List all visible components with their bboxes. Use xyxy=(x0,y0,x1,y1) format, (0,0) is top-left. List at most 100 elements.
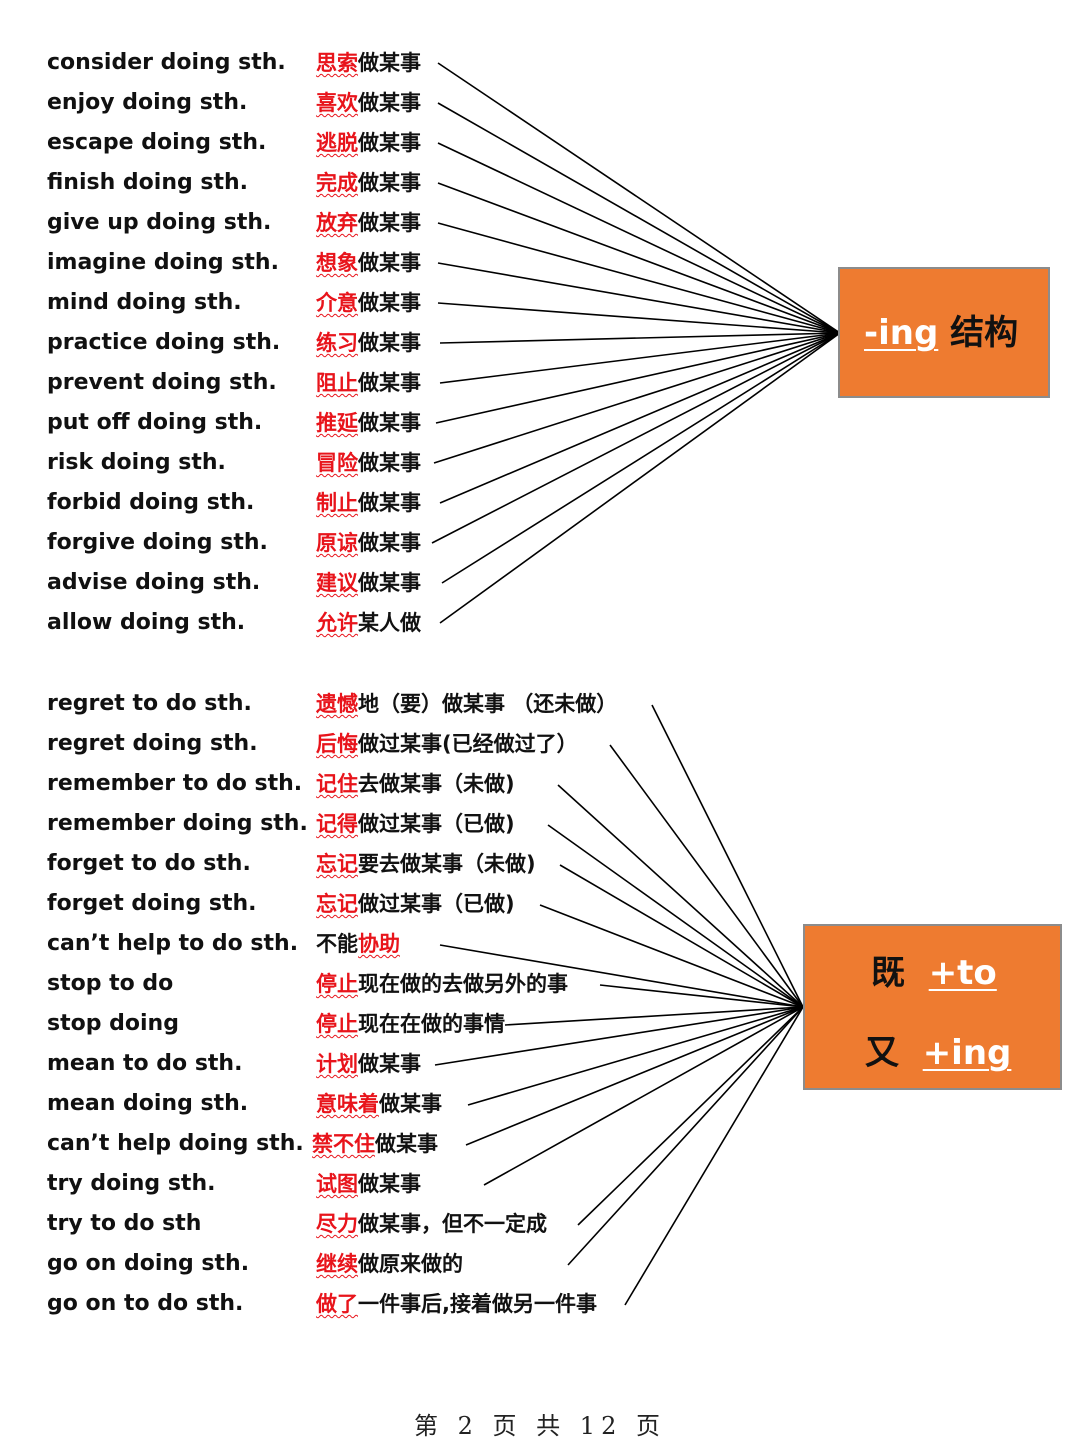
meaning-highlight: 记得 xyxy=(316,812,358,836)
meaning-rest: 做某事，但不一定成 xyxy=(358,1212,547,1236)
meaning-rest: 地（要）做某事 （还未做） xyxy=(358,692,618,716)
meaning-highlight: 原谅 xyxy=(316,531,358,555)
both-chinese-10: 计划做某事 xyxy=(316,1049,421,1079)
meaning-highlight: 停止 xyxy=(316,972,358,996)
meaning-highlight: 计划 xyxy=(316,1052,358,1076)
meaning-highlight: 继续 xyxy=(316,1252,358,1276)
both-chinese-6: 忘记做过某事（已做) xyxy=(316,889,515,919)
meaning-rest: 做过某事（已做) xyxy=(358,892,515,916)
meaning-rest: 做某事 xyxy=(375,1132,438,1156)
ing-english-12: forbid doing sth. xyxy=(47,490,255,515)
ing-connector-8 xyxy=(439,332,841,344)
ing-chinese-9: 阻止做某事 xyxy=(316,368,421,398)
meaning-prefix: 不能 xyxy=(316,932,358,956)
both-chinese-5: 忘记要去做某事（未做) xyxy=(316,849,536,879)
both-chinese-1: 遗憾地（要）做某事 （还未做） xyxy=(316,689,617,719)
meaning-highlight: 后悔 xyxy=(316,732,358,756)
ing-connector-10 xyxy=(435,332,841,424)
meaning-highlight: 做了 xyxy=(316,1292,358,1316)
meaning-highlight: 遗憾 xyxy=(316,692,358,716)
ing-english-2: enjoy doing sth. xyxy=(47,90,248,115)
meaning-rest: 现在在做的事情 xyxy=(358,1012,505,1036)
meaning-rest: 做某事 xyxy=(358,1052,421,1076)
both-english-14: try to do sth xyxy=(47,1211,202,1236)
meaning-rest: 做过某事（已做) xyxy=(358,812,515,836)
both-english-7: can’t help to do sth. xyxy=(47,931,299,956)
meaning-rest: 做某事 xyxy=(358,531,421,555)
meaning-highlight: 记住 xyxy=(316,772,358,796)
ing-english-13: forgive doing sth. xyxy=(47,530,268,555)
both-chinese-12: 禁不住做某事 xyxy=(312,1129,438,1159)
both-connector-9 xyxy=(504,1006,804,1026)
meaning-rest: 某人做 xyxy=(358,611,421,635)
ing-chinese-14: 建议做某事 xyxy=(316,568,421,598)
ing-connector-2 xyxy=(437,102,841,334)
ing-chinese-2: 喜欢做某事 xyxy=(316,88,421,118)
meaning-rest: 去做某事（未做) xyxy=(358,772,515,796)
ing-english-5: give up doing sth. xyxy=(47,210,272,235)
both-english-10: mean to do sth. xyxy=(47,1051,243,1076)
meaning-rest: 做某事 xyxy=(358,571,421,595)
both-english-5: forget to do sth. xyxy=(47,851,251,876)
both-english-2: regret doing sth. xyxy=(47,731,258,756)
meaning-rest: 一件事后,接着做另一件事 xyxy=(358,1292,597,1316)
both-connector-7 xyxy=(439,944,804,1008)
both-connector-1 xyxy=(651,704,804,1008)
meaning-rest: 做某事 xyxy=(358,171,421,195)
meaning-rest: 做某事 xyxy=(358,211,421,235)
both-english-16: go on to do sth. xyxy=(47,1291,244,1316)
meaning-highlight: 完成 xyxy=(316,171,358,195)
meaning-highlight: 禁不住 xyxy=(312,1132,375,1156)
meaning-highlight: 想象 xyxy=(316,251,358,275)
both-chinese-7: 不能协助 xyxy=(316,929,400,959)
ing-connector-11 xyxy=(433,332,841,464)
meaning-highlight: 推延 xyxy=(316,411,358,435)
both-connector-11 xyxy=(467,1006,804,1106)
ing-connector-13 xyxy=(431,332,841,544)
ing-connector-9 xyxy=(439,332,841,384)
both-english-13: try doing sth. xyxy=(47,1171,216,1196)
ing-connector-3 xyxy=(437,142,841,334)
both-connector-8 xyxy=(599,984,804,1008)
ing-english-11: risk doing sth. xyxy=(47,450,226,475)
meaning-highlight: 逃脱 xyxy=(316,131,358,155)
meaning-rest: 做某事 xyxy=(358,291,421,315)
ing-suffix: -ing xyxy=(864,313,939,353)
both-connector-16 xyxy=(624,1006,804,1306)
both-english-1: regret to do sth. xyxy=(47,691,252,716)
ing-chinese-13: 原谅做某事 xyxy=(316,528,421,558)
box-char-you: 又 xyxy=(865,1033,899,1073)
meaning-rest: 做某事 xyxy=(358,251,421,275)
ing-english-1: consider doing sth. xyxy=(47,50,286,75)
meaning-rest: 做某事 xyxy=(358,1172,421,1196)
ing-connector-6 xyxy=(437,262,841,334)
page-footer: 第 2 页 共 12 页 xyxy=(414,1412,666,1440)
both-connector-6 xyxy=(539,904,804,1008)
meaning-highlight: 放弃 xyxy=(316,211,358,235)
meaning-highlight: 建议 xyxy=(316,571,358,595)
both-english-4: remember doing sth. xyxy=(47,811,308,836)
both-english-6: forget doing sth. xyxy=(47,891,257,916)
both-connector-3 xyxy=(557,784,804,1008)
ing-chinese-12: 制止做某事 xyxy=(316,488,421,518)
ing-suffix-2: +ing xyxy=(922,1033,1012,1073)
both-chinese-11: 意味着做某事 xyxy=(316,1089,442,1119)
meaning-highlight: 意味着 xyxy=(316,1092,379,1116)
both-chinese-8: 停止现在做的去做另外的事 xyxy=(316,969,568,999)
both-connector-12 xyxy=(465,1006,804,1146)
ing-english-3: escape doing sth. xyxy=(47,130,267,155)
both-english-9: stop doing xyxy=(47,1011,179,1036)
meaning-rest: 做原来做的 xyxy=(358,1252,463,1276)
meaning-rest: 做某事 xyxy=(358,131,421,155)
ing-chinese-15: 允许某人做 xyxy=(316,608,421,638)
both-english-11: mean doing sth. xyxy=(47,1091,249,1116)
both-connector-10 xyxy=(434,1006,804,1066)
both-english-12: can’t help doing sth. xyxy=(47,1131,304,1156)
both-chinese-3: 记住去做某事（未做) xyxy=(316,769,515,799)
to-and-ing-box: 既 +to 又 +ing xyxy=(803,924,1062,1090)
ing-connector-12 xyxy=(439,332,841,504)
meaning-rest: 做某事 xyxy=(358,91,421,115)
meaning-rest: 做过某事(已经做过了） xyxy=(358,732,578,756)
ing-chinese-3: 逃脱做某事 xyxy=(316,128,421,158)
meaning-rest: 做某事 xyxy=(358,451,421,475)
